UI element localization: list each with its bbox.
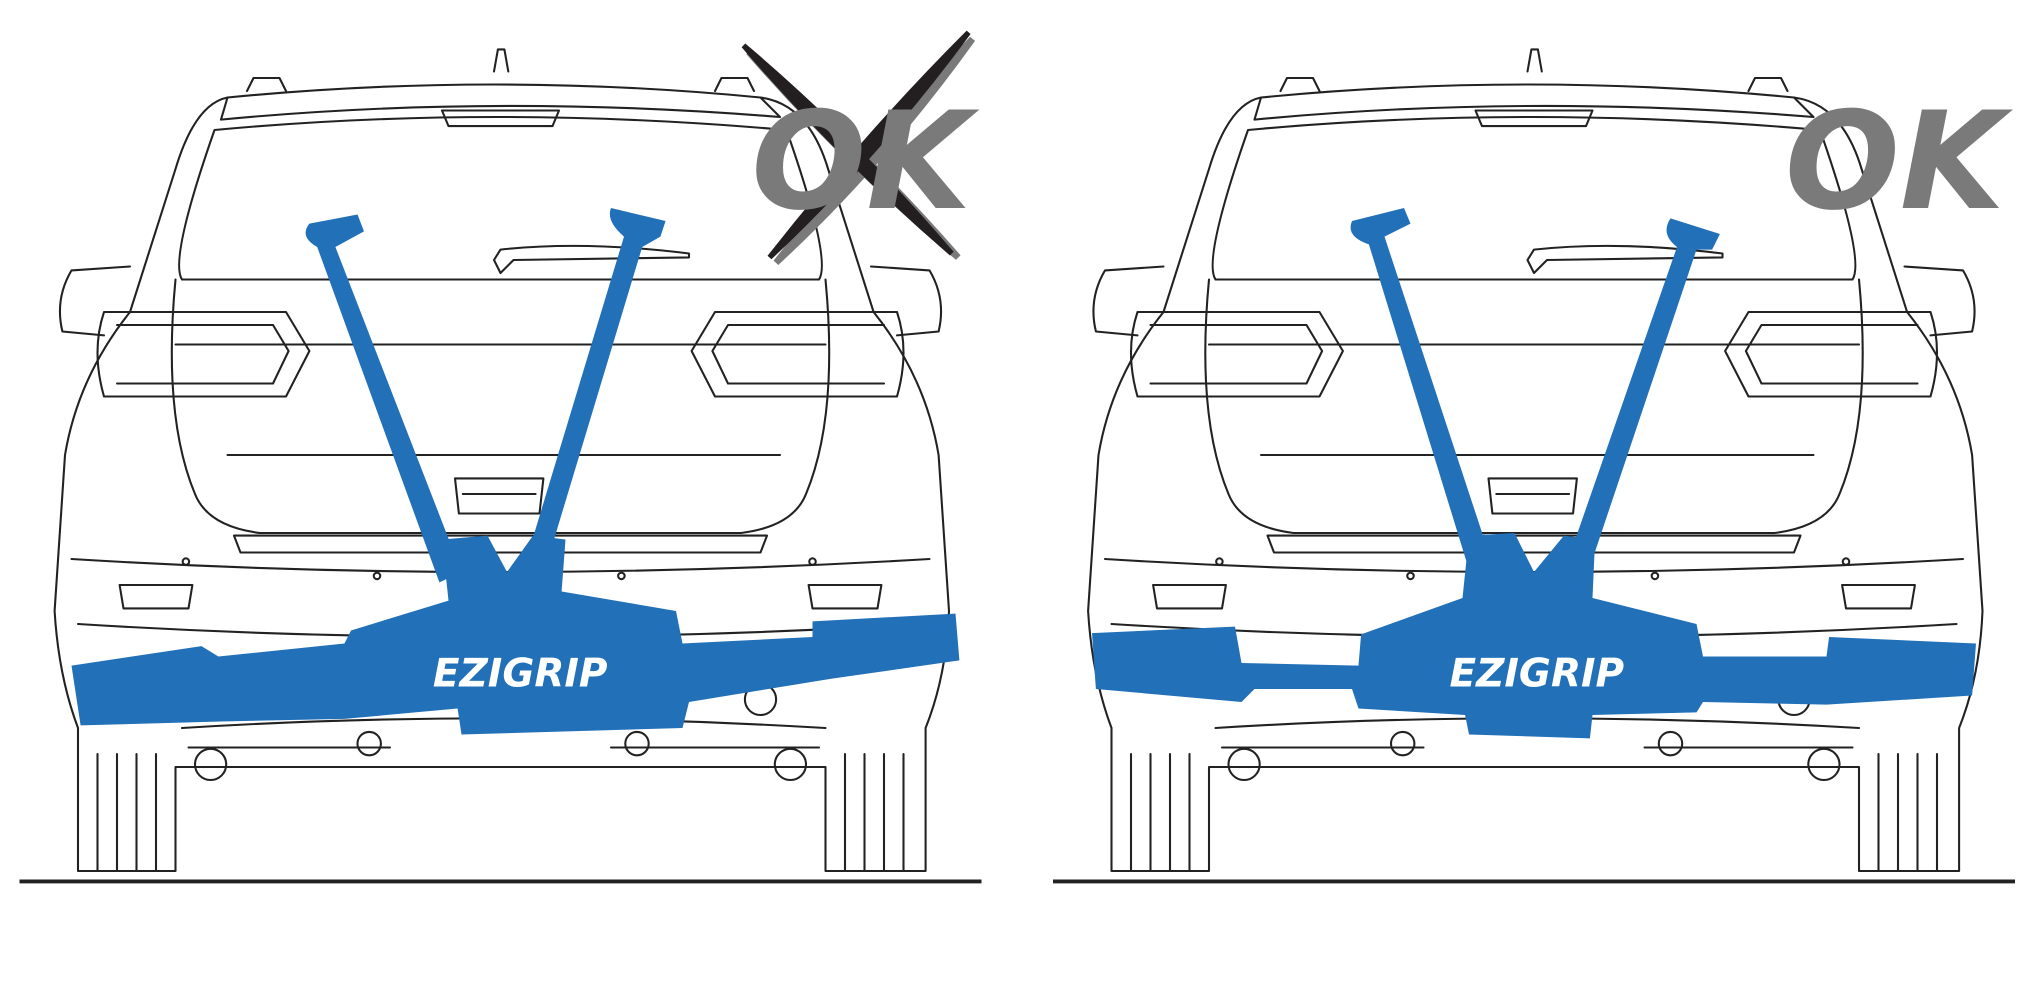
bike-rack-tilted (71, 208, 960, 735)
verdict-label: OK (1785, 83, 2014, 240)
cross-icon (741, 30, 976, 265)
panel-incorrect: EZIGRIP OK (19, 30, 982, 884)
bike-rack-level (1092, 208, 1976, 739)
brand-logo: EZIGRIP (433, 651, 608, 696)
panel-correct: EZIGRIP OK (1052, 48, 2015, 884)
verdict-label: OK (751, 83, 980, 240)
brand-logo: EZIGRIP (1450, 651, 1625, 696)
